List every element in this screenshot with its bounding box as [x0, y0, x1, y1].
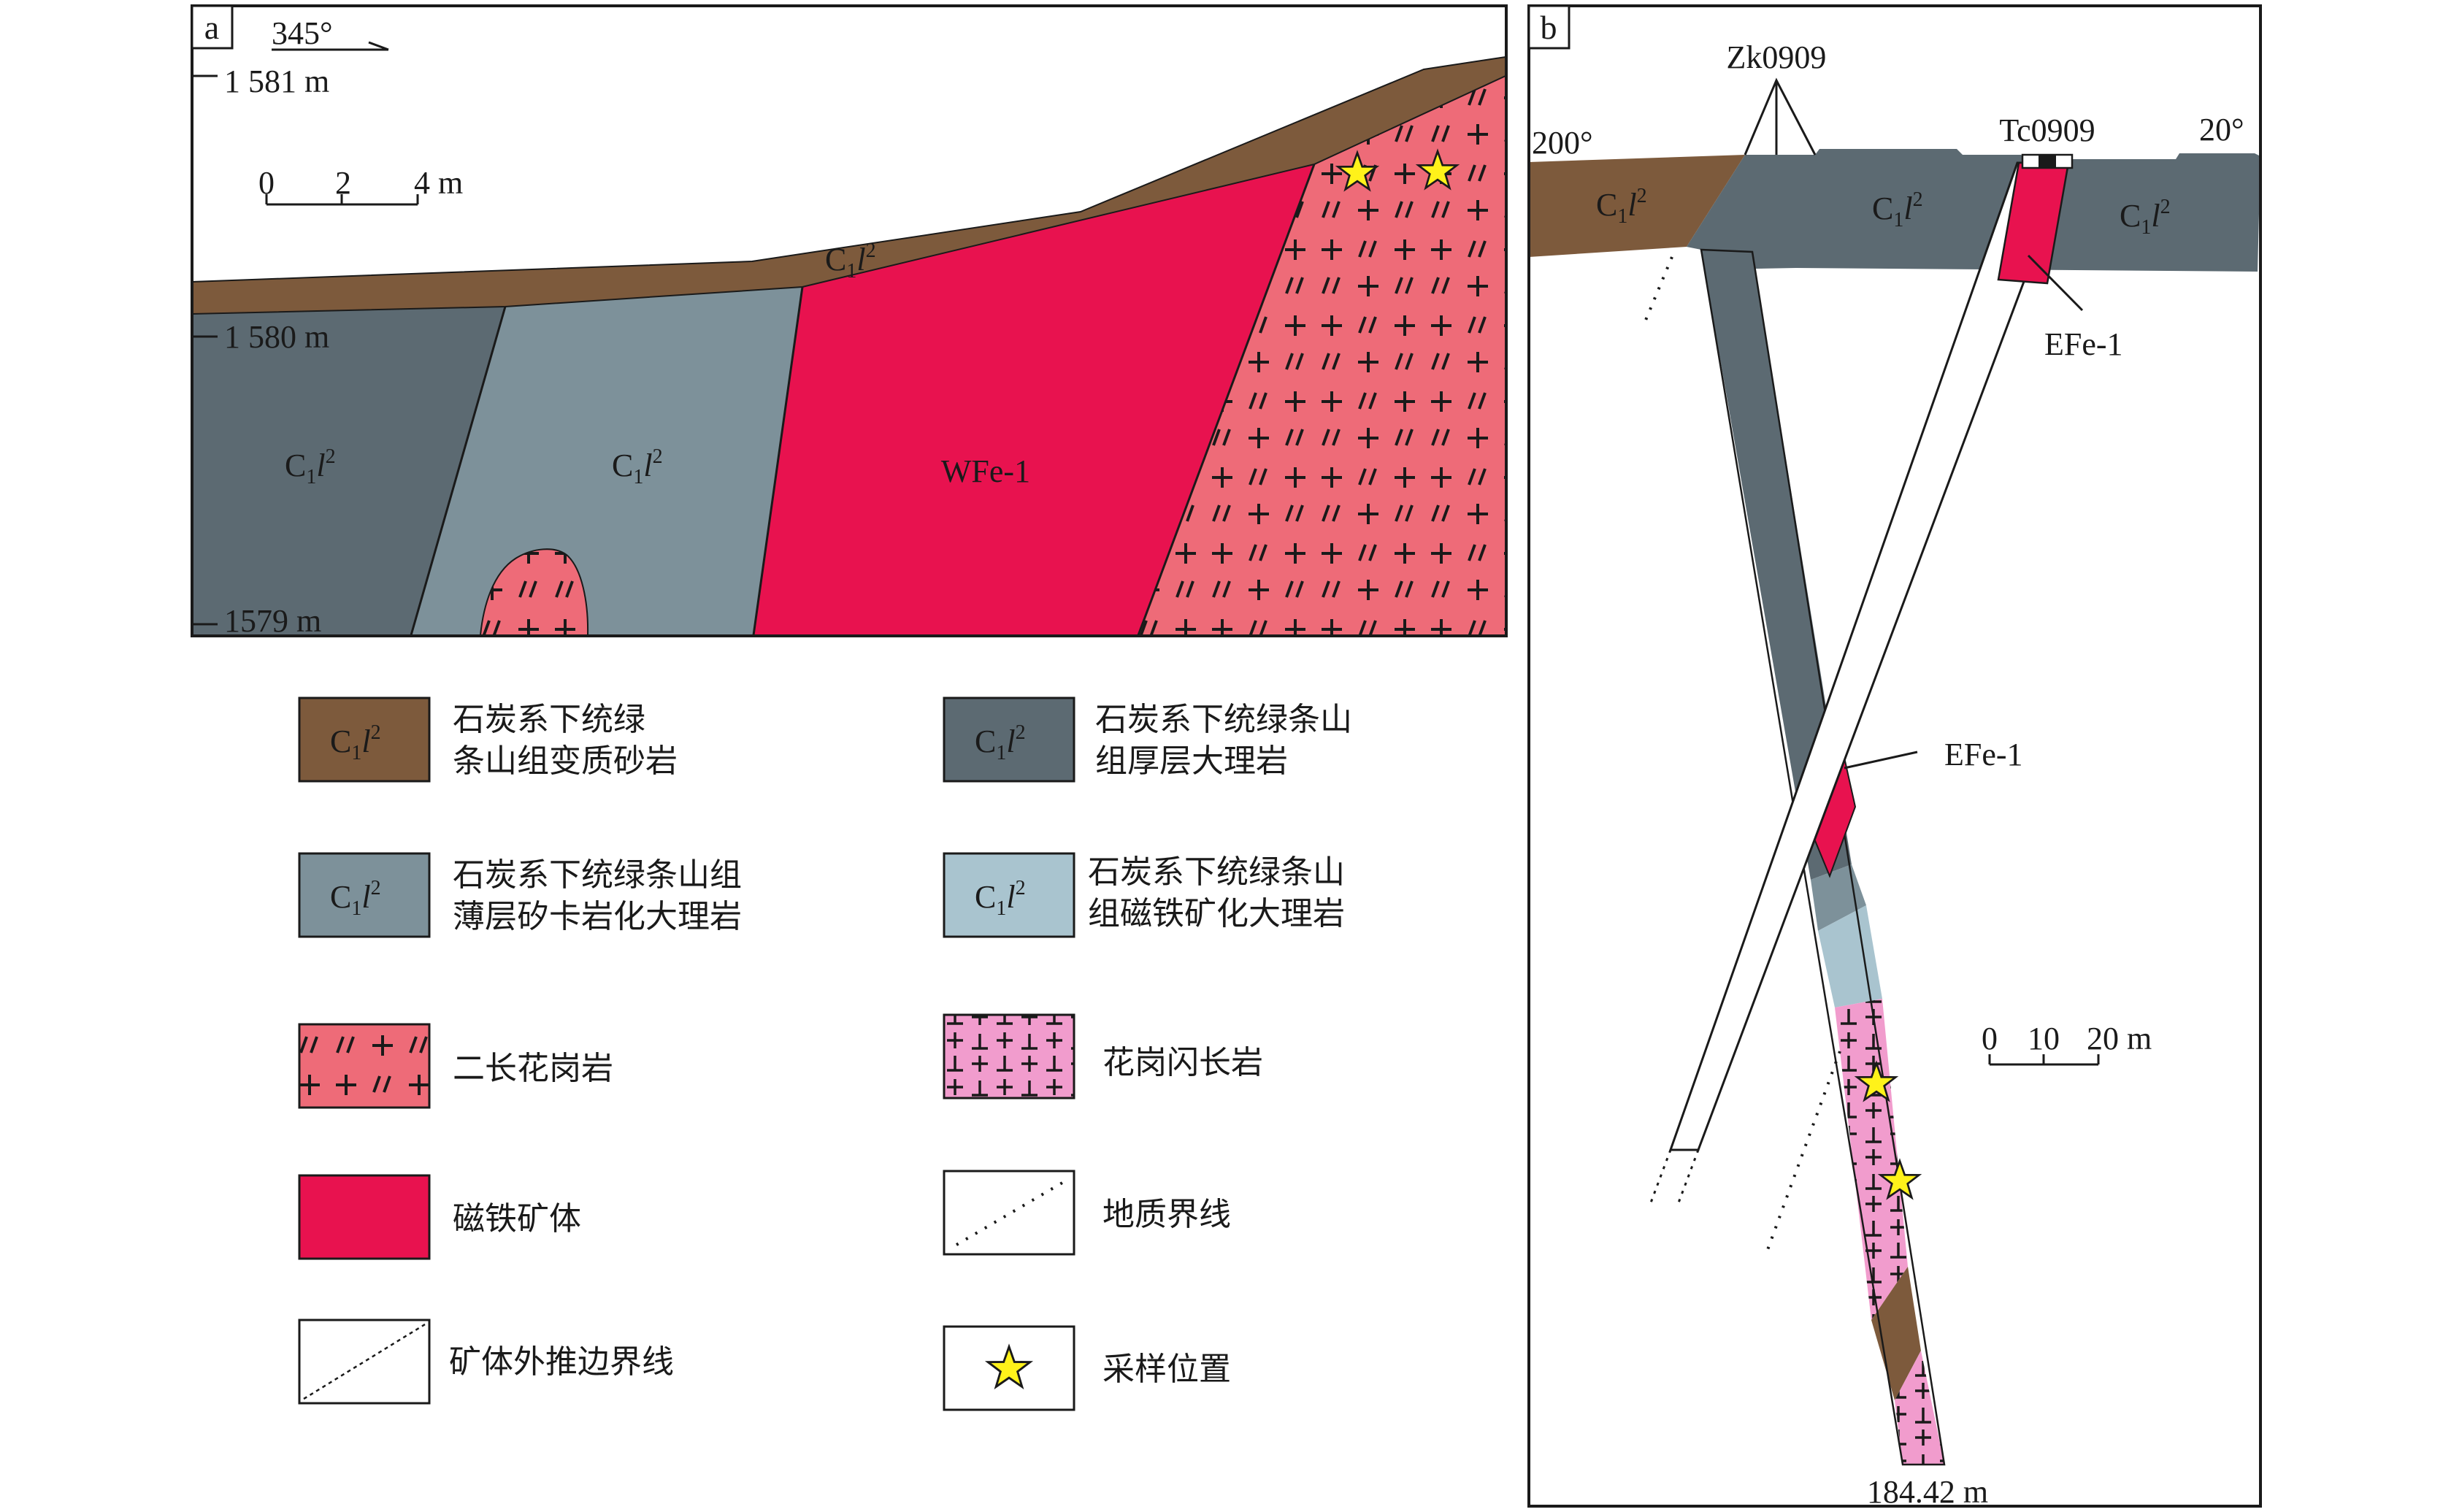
azimuth-right: 20°: [2199, 112, 2244, 147]
svg-text:薄层矽卡岩化大理岩: 薄层矽卡岩化大理岩: [453, 898, 742, 935]
svg-text:地质界线: 地质界线: [1102, 1196, 1231, 1233]
legend-item-skarn-marble: C1l2 石炭系下统绿条山组 薄层矽卡岩化大理岩: [298, 852, 742, 938]
svg-text:石炭系下统绿条山: 石炭系下统绿条山: [1088, 853, 1345, 891]
legend-item-monzogranite: 二长花岗岩: [298, 1023, 613, 1109]
borehole-granodiorite-lower: [1895, 1351, 1944, 1465]
legend-item-magnetite-marble: C1l2 石炭系下统绿条山 组磁铁矿化大理岩: [943, 852, 1345, 938]
svg-text:石炭系下统绿条山: 石炭系下统绿条山: [1095, 701, 1352, 738]
borehole-marble: [1701, 250, 1852, 880]
unit-monzogranite: [1138, 76, 1506, 635]
surface-metasandstone: [1529, 155, 1745, 257]
panel-b-frame: [1527, 4, 2262, 1508]
scale-bar-b: 0 10 20 m: [1982, 1021, 2152, 1066]
geologic-boundary-dotted: [1764, 1051, 1841, 1256]
legend: C1l2 石炭系下统绿 条山组变质砂岩 C1l2 石炭系下统绿条山 组厚层大理岩…: [298, 696, 1352, 1411]
trench-label: Tc0909: [1999, 112, 2095, 148]
svg-text:花岗闪长岩: 花岗闪长岩: [1102, 1044, 1263, 1081]
unit-ore-body: [753, 164, 1314, 635]
unit-dark-marble: [192, 307, 505, 635]
svg-text:C1l2: C1l2: [975, 877, 1026, 920]
borehole-metasandstone-lower: [1871, 1267, 1921, 1400]
surface-marble: [1687, 149, 2260, 272]
svg-text:20 m: 20 m: [2087, 1021, 2152, 1056]
elevation-1581: 1 581 m: [224, 64, 329, 99]
ore-label-efe1-deep: EFe-1: [1944, 737, 2023, 772]
legend-item-ore-body: 磁铁矿体: [298, 1174, 581, 1260]
legend-item-sample-location: 采样位置: [943, 1325, 1231, 1411]
legend-item-granodiorite: 花岗闪长岩: [943, 1013, 1263, 1100]
svg-text:组厚层大理岩: 组厚层大理岩: [1095, 742, 1288, 780]
panel-b-label: b: [1541, 9, 1557, 46]
legend-item-metasandstone: C1l2 石炭系下统绿 条山组变质砂岩: [298, 696, 678, 783]
svg-text:4 m: 4 m: [414, 165, 463, 201]
svg-text:0: 0: [1982, 1021, 1998, 1056]
svg-text:二长花岗岩: 二长花岗岩: [453, 1050, 613, 1087]
depth-label: 184.42 m: [1867, 1474, 1988, 1510]
legend-item-geologic-boundary: 地质界线: [943, 1170, 1231, 1256]
svg-text:10: 10: [2028, 1021, 2060, 1056]
orientation-label: 345°: [272, 15, 333, 51]
elevation-1580: 1 580 m: [224, 319, 329, 355]
panel-b-borehole-section: b Zk0909 Tc0909 200° 20° EFe-1 EFe-1 184…: [1527, 4, 2262, 1510]
panel-a-frame: [191, 4, 1508, 637]
svg-text:组磁铁矿化大理岩: 组磁铁矿化大理岩: [1088, 895, 1345, 932]
geologic-boundary-dotted: [1641, 256, 1673, 328]
legend-item-ore-extrapolation: 矿体外推边界线: [298, 1319, 674, 1405]
unit-monzogranite-small: [479, 548, 589, 636]
svg-text:磁铁矿体: 磁铁矿体: [453, 1200, 581, 1237]
legend-item-thick-marble: C1l2 石炭系下统绿条山 组厚层大理岩: [943, 696, 1352, 783]
svg-text:0: 0: [258, 165, 275, 201]
borehole-magnetite-marble: [1818, 905, 1882, 1008]
orientation-arrow-icon: [272, 41, 389, 51]
svg-text:2: 2: [335, 165, 351, 201]
svg-text:石炭系下统绿条山组: 石炭系下统绿条山组: [453, 856, 742, 894]
scale-bar-a: 0 2 4 m: [258, 165, 463, 206]
panel-a-cross-section: a 345° 1 581 m 1 580 m 1579 m 0 2 4 m C1…: [191, 4, 1508, 639]
azimuth-left: 200°: [1532, 125, 1593, 161]
svg-text:采样位置: 采样位置: [1102, 1351, 1231, 1388]
svg-text:矿体外推边界线: 矿体外推边界线: [449, 1343, 674, 1381]
ore-label-efe1-top: EFe-1: [2044, 326, 2123, 362]
svg-text:石炭系下统绿: 石炭系下统绿: [453, 701, 645, 738]
svg-text:条山组变质砂岩: 条山组变质砂岩: [453, 742, 678, 780]
panel-a-label: a: [204, 9, 219, 46]
ore-label-wfe1: WFe-1: [941, 453, 1030, 489]
borehole-label: Zk0909: [1727, 39, 1827, 75]
unit-skarn-marble: [411, 287, 802, 635]
elevation-1579: 1579 m: [224, 603, 321, 639]
